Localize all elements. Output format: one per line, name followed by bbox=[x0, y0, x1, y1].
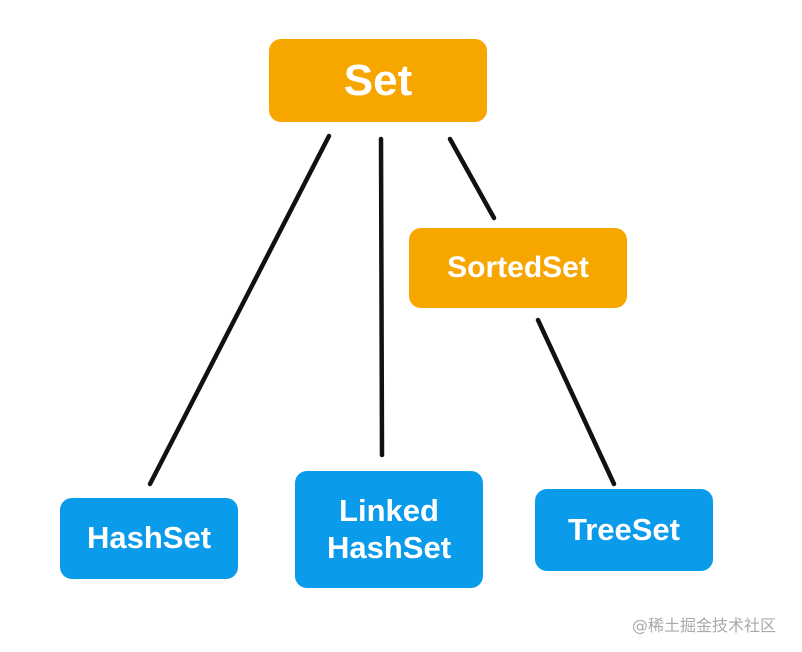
edge-set-hashset bbox=[147, 133, 332, 487]
hashset-node-label: HashSet bbox=[86, 520, 212, 556]
linkedhashset-node: Linked HashSet bbox=[295, 471, 483, 588]
sortedset-node-label: SortedSet bbox=[447, 251, 589, 285]
edge-sortedset-treeset bbox=[535, 317, 617, 487]
edge-set-sortedset bbox=[447, 136, 497, 221]
set-node-label: Set bbox=[343, 55, 413, 105]
sortedset-node: SortedSet bbox=[409, 228, 627, 308]
linkedhashset-node-label-line2: HashSet bbox=[326, 529, 452, 565]
edge-set-linkedhashset bbox=[378, 136, 385, 458]
watermark: @稀土掘金技术社区 bbox=[632, 616, 777, 635]
treeset-node: TreeSet bbox=[535, 489, 713, 571]
set-node: Set bbox=[269, 39, 487, 122]
treeset-node-label: TreeSet bbox=[567, 511, 680, 547]
hashset-node: HashSet bbox=[60, 498, 238, 579]
linkedhashset-node-label-line1: Linked bbox=[339, 492, 439, 528]
